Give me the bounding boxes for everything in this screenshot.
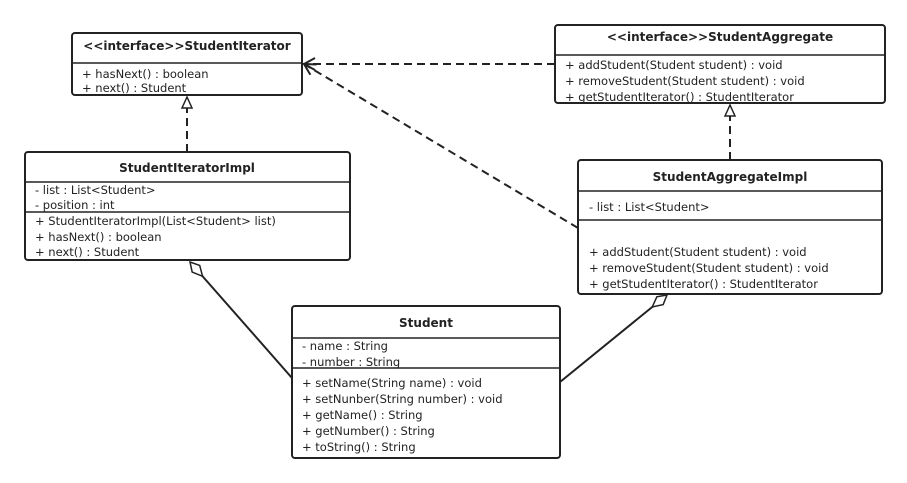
field: - list : List<Student> <box>35 183 156 197</box>
method: + setName(String name) : void <box>302 376 482 390</box>
class-student-aggregate[interactable]: <<interface>>StudentAggregate + addStude… <box>554 24 886 104</box>
class-student-aggregate-impl[interactable]: StudentAggregateImpl - list : List<Stude… <box>577 159 883 295</box>
method: + addStudent(Student student) : void <box>589 245 807 259</box>
dependency-aggregateimpl-to-iterator <box>304 64 579 229</box>
method: + getNumber() : String <box>302 424 435 438</box>
method: + next() : Student <box>82 81 187 95</box>
method: + next() : Student <box>35 245 140 259</box>
class-student[interactable]: Student - name : String - number : Strin… <box>291 305 561 459</box>
class-title: Student <box>399 316 453 330</box>
field: - name : String <box>302 339 388 353</box>
class-title: StudentIteratorImpl <box>119 161 255 175</box>
aggregation-student-aggregateimpl <box>559 295 667 383</box>
method: + hasNext() : boolean <box>35 230 162 244</box>
field: - position : int <box>35 198 115 212</box>
method: + removeStudent(Student student) : void <box>589 261 829 275</box>
method: + getStudentIterator() : StudentIterator <box>589 277 818 291</box>
class-student-iterator[interactable]: <<interface>>StudentIterator + hasNext()… <box>71 32 303 96</box>
class-title: StudentAggregateImpl <box>653 170 808 184</box>
method: + addStudent(Student student) : void <box>565 58 783 72</box>
relations <box>180 64 737 383</box>
method: + removeStudent(Student student) : void <box>565 74 805 88</box>
class-title: <<interface>>StudentAggregate <box>607 30 833 44</box>
field: - list : List<Student> <box>589 200 710 214</box>
method: + StudentIteratorImpl(List<Student> list… <box>35 214 276 228</box>
field: - number : String <box>302 355 400 369</box>
method: + toString() : String <box>302 440 416 454</box>
class-title: <<interface>>StudentIterator <box>83 39 291 53</box>
aggregation-student-iteratorimpl <box>190 262 293 379</box>
class-student-iterator-impl[interactable]: StudentIteratorImpl - list : List<Studen… <box>24 151 351 261</box>
method: + getStudentIterator() : StudentIterator <box>565 90 794 104</box>
method: + hasNext() : boolean <box>82 67 209 81</box>
method: + getName() : String <box>302 408 423 422</box>
method: + setNunber(String number) : void <box>302 392 503 406</box>
